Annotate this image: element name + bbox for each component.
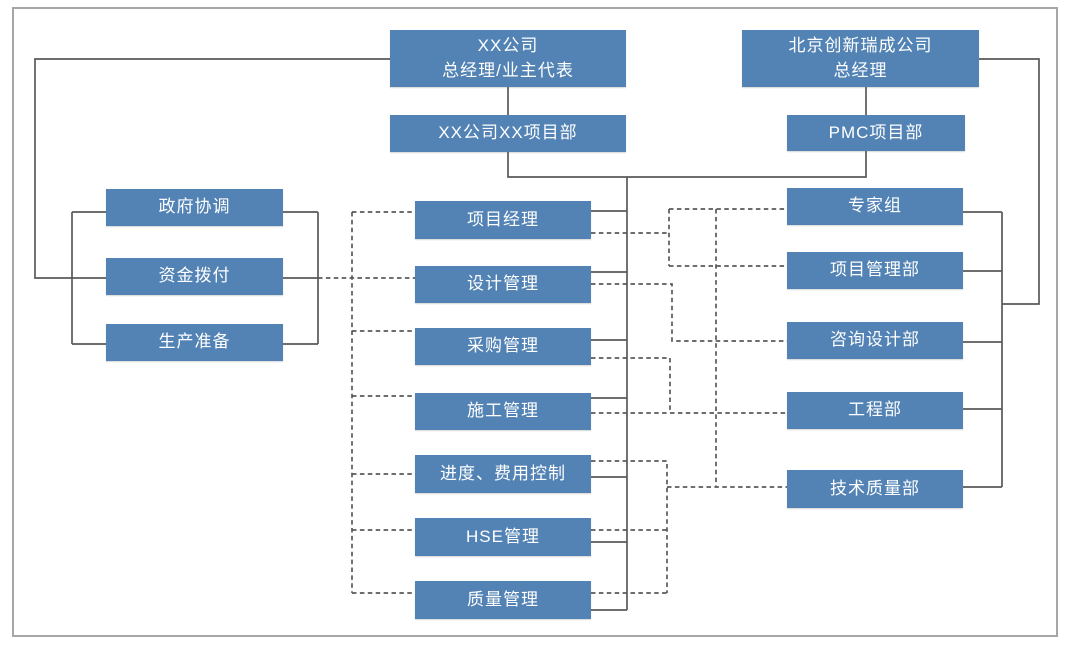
node-label: 资金拨付 xyxy=(158,266,231,286)
node-label: PMC项目部 xyxy=(828,122,924,142)
node-label: 进度、费用控制 xyxy=(440,463,566,483)
node-production-preparation: 生产准备 xyxy=(106,324,283,361)
node-label: 总经理/业主代表 xyxy=(442,60,574,80)
node-label: 政府协调 xyxy=(158,197,231,217)
dashed-connectors xyxy=(318,208,787,594)
node-construction-management: 施工管理 xyxy=(415,393,591,430)
node-tech-quality-dept: 技术质量部 xyxy=(787,470,963,508)
node-label: 项目管理部 xyxy=(830,260,920,280)
node-hse-management: HSE管理 xyxy=(415,518,591,556)
node-label: 质量管理 xyxy=(467,589,539,609)
chart-outer-border xyxy=(12,7,1058,637)
node-label: 施工管理 xyxy=(467,401,539,421)
node-project-manager: 项目经理 xyxy=(415,201,591,239)
node-label: 生产准备 xyxy=(158,332,231,352)
node-label: 采购管理 xyxy=(467,336,539,356)
node-fund-allocation: 资金拨付 xyxy=(106,258,283,295)
node-label: 工程部 xyxy=(848,400,902,420)
node-label: 项目经理 xyxy=(467,209,539,229)
solid-connectors xyxy=(34,58,1040,611)
node-procurement-management: 采购管理 xyxy=(415,328,591,365)
node-pmc-project-dept: PMC项目部 xyxy=(787,115,965,151)
node-label: 专家组 xyxy=(848,196,902,216)
node-label: XX公司XX项目部 xyxy=(438,123,578,143)
node-label: 咨询设计部 xyxy=(830,330,920,350)
node-project-management-dept: 项目管理部 xyxy=(787,252,963,289)
node-label: 技术质量部 xyxy=(830,478,920,498)
node-label: XX公司 xyxy=(477,35,539,55)
node-label: HSE管理 xyxy=(466,526,540,546)
node-label: 总经理 xyxy=(833,60,888,80)
node-engineering-dept: 工程部 xyxy=(787,392,963,429)
node-expert-group: 专家组 xyxy=(787,188,963,225)
node-schedule-cost-control: 进度、费用控制 xyxy=(415,455,591,493)
node-owner-project-dept: XX公司XX项目部 xyxy=(390,115,626,152)
node-consulting-design-dept: 咨询设计部 xyxy=(787,322,963,359)
node-quality-management: 质量管理 xyxy=(415,581,591,619)
node-pmc-company-general-manager: 北京创新瑞成公司 总经理 xyxy=(742,30,979,87)
node-design-management: 设计管理 xyxy=(415,266,591,303)
node-label: 设计管理 xyxy=(467,274,539,294)
node-gov-coordination: 政府协调 xyxy=(106,189,283,226)
node-label: 北京创新瑞成公司 xyxy=(788,35,933,55)
node-owner-general-manager: XX公司 总经理/业主代表 xyxy=(390,30,626,87)
